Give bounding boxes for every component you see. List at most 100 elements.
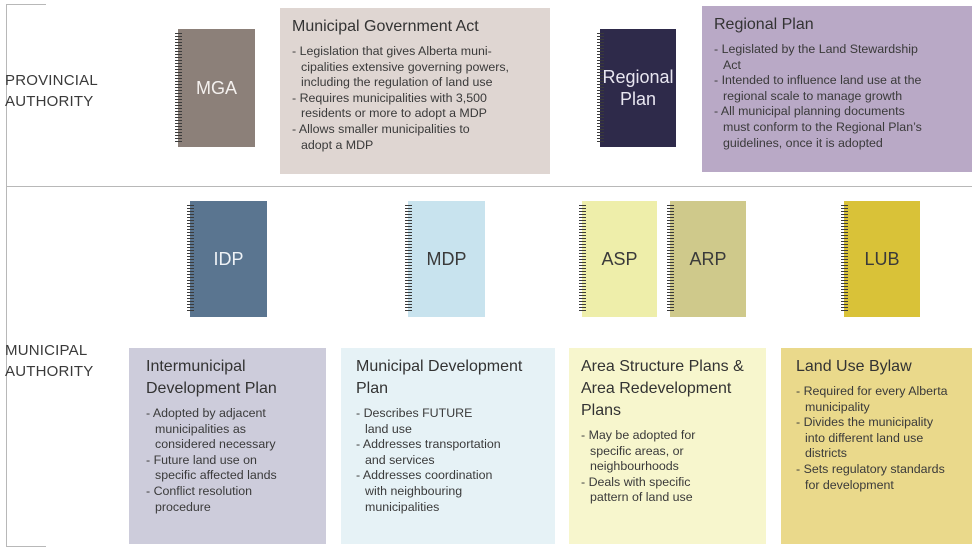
title-line: Area Structure Plans & (581, 358, 744, 375)
bullet-item: Legislation that gives Alberta muni-cipa… (292, 44, 538, 91)
bullet-line: Intended to influence land use at the (721, 73, 922, 88)
bullet-line: Legislation that gives Alberta muni- (299, 44, 492, 58)
bullet-line: municipalities (365, 499, 440, 514)
title-line: Development Plan (146, 380, 277, 397)
bullet-line: regional scale to manage growth (723, 88, 903, 103)
municipal-authority-label: MUNICIPAL AUTHORITY (5, 340, 93, 382)
bullet-line: Future land use on (153, 452, 257, 467)
bullet-line: including the regulation of land use (301, 75, 493, 90)
bullet-line: municipalities as (155, 421, 246, 436)
notebook-label: ARP (689, 249, 727, 269)
bullet-line: Requires municipalities with 3,500 (299, 90, 487, 105)
mdp-notebook: MDP (405, 201, 485, 317)
provincial-authority-label: PROVINCIAL AUTHORITY (5, 70, 98, 112)
bullet-line: Addresses transportation (362, 437, 501, 452)
title-line: Municipal Government Act (292, 18, 479, 35)
bullet-line: into different land use (805, 430, 924, 445)
bullet-line: adopt a MDP (301, 137, 374, 152)
title-line: Intermunicipal (146, 358, 246, 375)
bullet-line: Deals with specific (588, 474, 691, 489)
bullet-line: Divides the municipality (803, 415, 934, 430)
arp-notebook: ARP (667, 201, 746, 317)
bullet-line: municipality (805, 399, 870, 414)
box-title: Municipal Government Act (292, 16, 538, 38)
section-divider (6, 186, 972, 187)
notebook-label: IDP (213, 249, 244, 269)
regional-plan-description-box: Regional Plan Legislated by the Land Ste… (702, 6, 972, 172)
spiral-binding (405, 205, 412, 313)
asp-notebook: ASP (579, 201, 657, 317)
bullet-line: All municipal planning documents (720, 104, 905, 119)
bullet-line: Sets regulatory standards (803, 461, 945, 476)
box-title: Area Structure Plans & Area Redevelopment… (581, 356, 754, 422)
spiral-binding (579, 205, 586, 313)
title-line: Area Redevelopment (581, 380, 732, 397)
title-line: Land Use Bylaw (796, 358, 912, 375)
bullet-line: Legislated by the Land Stewardship (721, 42, 918, 56)
idp-notebook: IDP (187, 201, 267, 317)
title-line: Plans (581, 402, 622, 419)
notebook-label: ASP (601, 249, 638, 269)
bullet-line: Act (723, 57, 741, 72)
title-line: Municipal Development (356, 358, 523, 375)
bullet-line: Describes FUTURE (363, 406, 473, 420)
label-line: MUNICIPAL (5, 342, 88, 359)
bullet-line: districts (805, 446, 847, 461)
notebook-label: MDP (426, 249, 467, 269)
box-title: Regional Plan (714, 14, 960, 36)
lub-notebook: LUB (841, 201, 920, 317)
bullet-line: pattern of land use (590, 490, 693, 505)
bullet-line: May be adopted for (588, 428, 696, 442)
bullet-line: and services (365, 452, 435, 467)
label-line: PROVINCIAL (5, 72, 98, 89)
spiral-binding (667, 205, 674, 313)
asp-arp-description-box: Area Structure Plans & Area Redevelopment… (569, 348, 766, 544)
bullet-line: specific affected lands (155, 468, 277, 483)
spiral-binding (597, 33, 604, 143)
notebook-label: Regional (602, 67, 674, 87)
bullet-line: must conform to the Regional Plan’s (723, 119, 922, 134)
regional-plan-notebook: Regional Plan (597, 29, 676, 147)
spiral-binding (187, 205, 194, 313)
box-title: Land Use Bylaw (796, 356, 960, 378)
notebook-label: MGA (195, 78, 237, 98)
bullet-line: considered necessary (155, 437, 276, 452)
left-bracket-vertical (6, 4, 7, 547)
title-line: Regional Plan (714, 16, 814, 33)
lub-description-box: Land Use Bylaw Required for every Albert… (781, 348, 972, 544)
bullet-line: guidelines, once it is adopted (723, 135, 883, 150)
notebook-label: LUB (864, 249, 900, 269)
notebook-label: Plan (619, 89, 657, 109)
mga-notebook: MGA (175, 29, 255, 147)
mga-description-box: Municipal Government Act Legislation tha… (280, 8, 550, 174)
spiral-binding (841, 205, 848, 313)
label-line: AUTHORITY (5, 93, 94, 110)
bullet-line: land use (365, 421, 412, 436)
bullet-line: cipalities extensive governing powers, (301, 59, 509, 74)
bullet-line: Addresses coordination (362, 468, 493, 483)
bullet-line: procedure (155, 499, 211, 514)
bullet-line: Allows smaller municipalities to (298, 121, 470, 136)
bottom-bracket-line (6, 546, 46, 547)
